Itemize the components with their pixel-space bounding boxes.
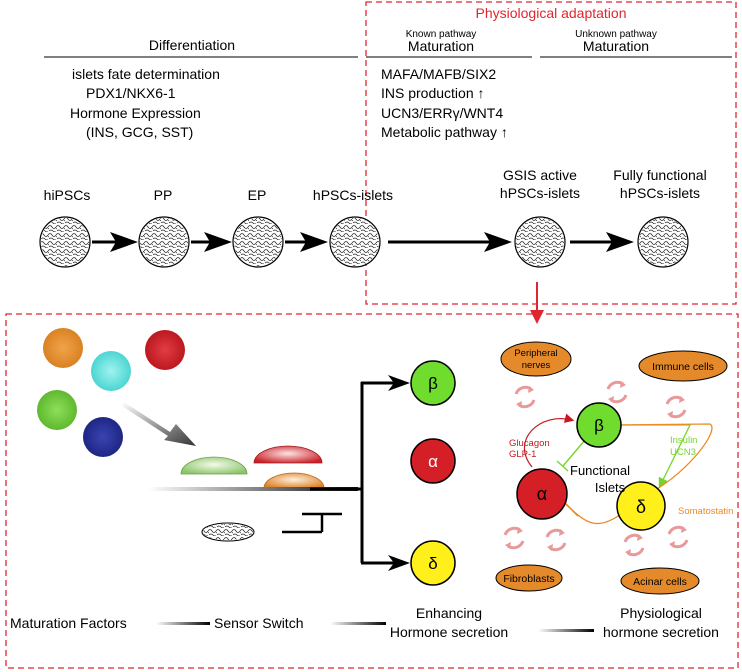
swirl-icon bbox=[545, 527, 567, 553]
maturation-factors-label: Maturation Factors bbox=[10, 615, 127, 631]
somatostatin-label: Somatostatin bbox=[678, 506, 733, 517]
svg-text:Fibroblasts: Fibroblasts bbox=[503, 573, 554, 585]
acinar-cells-oval: Acinar cells bbox=[620, 567, 700, 595]
progress-bar-2 bbox=[330, 622, 386, 625]
swirl-icon bbox=[514, 384, 536, 410]
svg-text:Peripheral: Peripheral bbox=[514, 348, 557, 359]
inhibitor-bar bbox=[282, 512, 342, 534]
svg-text:Acinar cells: Acinar cells bbox=[633, 576, 687, 588]
differentiation-heading: Differentiation bbox=[149, 37, 235, 53]
red-layer-cell bbox=[253, 445, 323, 464]
alpha-symbol-middle: α bbox=[428, 452, 438, 471]
beta-alpha-inhibition bbox=[556, 439, 586, 472]
beta-symbol-middle: β bbox=[428, 374, 438, 393]
delta-symbol-right: δ bbox=[636, 497, 646, 517]
stage-label-islets: hPSCs-islets bbox=[313, 187, 393, 203]
green-layer-cell bbox=[180, 456, 248, 475]
physiological-line-2: hormone secretion bbox=[603, 624, 719, 640]
somatostatin-inhibition-beta bbox=[613, 423, 713, 493]
functional-islets-line-2: Islets bbox=[595, 480, 626, 495]
known-pathway-sublabel: Known pathway bbox=[406, 29, 477, 40]
stage-label-pp: PP bbox=[154, 187, 173, 203]
alpha-symbol-right: α bbox=[537, 484, 547, 504]
diff-line-2: PDX1/NKX6-1 bbox=[86, 85, 176, 101]
alpha-cell-middle bbox=[410, 438, 456, 484]
ucn3-label: UCN3 bbox=[670, 447, 696, 458]
swirl-icon bbox=[665, 394, 687, 420]
known-line-2: INS production ↑ bbox=[381, 85, 485, 101]
adaptation-dashed-box bbox=[365, 1, 737, 305]
stage-sphere-pp bbox=[138, 216, 190, 268]
physiological-line-1: Physiological bbox=[620, 605, 702, 621]
green-cell bbox=[37, 390, 77, 430]
svg-text:Immune cells: Immune cells bbox=[652, 361, 714, 373]
stage-sphere-hipscs bbox=[39, 216, 91, 268]
immune-cells-oval: Immune cells bbox=[638, 350, 728, 382]
branch-arrow-beta bbox=[361, 375, 410, 391]
stage-sphere-ep bbox=[232, 216, 284, 268]
progress-bar-3 bbox=[538, 629, 594, 632]
glucagon-label: Glucagon bbox=[509, 438, 550, 449]
stage-sphere-islets bbox=[329, 216, 381, 268]
functional-islets-line-1: Functional bbox=[570, 463, 630, 478]
orange-cell bbox=[43, 328, 83, 368]
stage-arrow-2 bbox=[191, 232, 232, 252]
svg-text:nerves: nerves bbox=[522, 360, 551, 371]
stage-label-hipscs: hiPSCs bbox=[44, 187, 91, 203]
signal-bar bbox=[148, 487, 358, 491]
fibroblasts-oval: Fibroblasts bbox=[495, 564, 563, 592]
adaptation-title: Physiological adaptation bbox=[476, 5, 627, 21]
diff-line-3: Hormone Expression bbox=[70, 105, 201, 121]
red-cell bbox=[145, 330, 185, 370]
swirl-icon bbox=[623, 532, 645, 558]
bottom-dashed-box bbox=[5, 313, 739, 669]
delta-cell-middle bbox=[410, 540, 456, 586]
alpha-cell-right bbox=[516, 468, 568, 520]
stage-sphere-full bbox=[637, 216, 689, 268]
red-down-arrow bbox=[530, 282, 544, 324]
sensor-switch-label: Sensor Switch bbox=[214, 615, 303, 631]
known-line-4: Metabolic pathway ↑ bbox=[381, 124, 508, 140]
hatched-cell bbox=[201, 522, 255, 542]
beta-cell-middle bbox=[410, 360, 456, 406]
stage-label-ep: EP bbox=[248, 187, 267, 203]
known-line-1: MAFA/MAFB/SIX2 bbox=[381, 66, 496, 82]
beta-cell-right bbox=[576, 402, 622, 448]
known-maturation-heading: Maturation bbox=[408, 38, 474, 54]
stage-sphere-gsis bbox=[514, 216, 566, 268]
swirl-icon bbox=[503, 525, 525, 551]
stage-label-gsis-2: hPSCs-islets bbox=[500, 185, 580, 201]
diff-line-1: islets fate determination bbox=[72, 66, 220, 82]
enhancing-line-1: Enhancing bbox=[416, 605, 482, 621]
unknown-maturation-heading: Maturation bbox=[583, 38, 649, 54]
stage-arrow-4 bbox=[388, 232, 512, 252]
swirl-icon bbox=[667, 524, 689, 550]
enhancing-line-2: Hormone secretion bbox=[390, 624, 508, 640]
stage-label-full-2: hPSCs-islets bbox=[620, 185, 700, 201]
stage-arrow-5 bbox=[570, 232, 634, 252]
insulin-label: Insulin bbox=[670, 435, 697, 446]
stage-arrow-3 bbox=[285, 232, 328, 252]
blue-cell bbox=[83, 417, 123, 457]
swirl-icon bbox=[606, 379, 628, 405]
glucagon-arrow bbox=[523, 413, 575, 468]
stage-label-gsis-1: GSIS active bbox=[503, 167, 577, 183]
unknown-pathway-sublabel: Unknown pathway bbox=[575, 29, 657, 40]
glp1-label: GLP-1 bbox=[509, 449, 536, 460]
diff-line-4: (INS, GCG, SST) bbox=[86, 124, 193, 140]
delta-cell-right bbox=[616, 481, 666, 531]
diagonal-arrow bbox=[122, 402, 196, 446]
peripheral-nerves-oval: Peripheral nerves bbox=[500, 341, 572, 377]
beta-symbol-right: β bbox=[594, 416, 604, 435]
stage-label-full-1: Fully functional bbox=[613, 167, 706, 183]
branch-arrow-delta bbox=[361, 555, 410, 571]
progress-bar-1 bbox=[156, 622, 210, 625]
known-line-3: UCN3/ERRγ/WNT4 bbox=[381, 105, 503, 121]
orange-layer-cell bbox=[263, 472, 325, 489]
stage-arrow-1 bbox=[92, 232, 138, 252]
delta-symbol-middle: δ bbox=[428, 554, 437, 573]
cyan-cell bbox=[91, 351, 131, 391]
